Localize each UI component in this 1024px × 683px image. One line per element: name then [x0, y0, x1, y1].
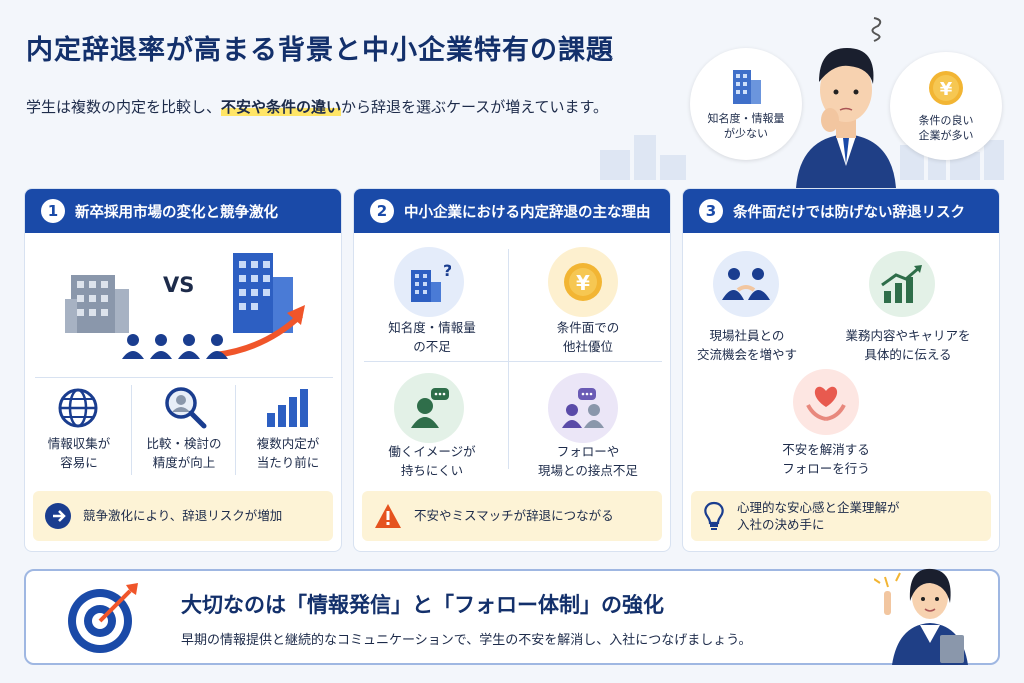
chat-people-icon: [548, 373, 618, 443]
measure3-line2: フォローを行う: [782, 460, 870, 476]
speech-person-icon: [394, 373, 464, 443]
bubble-low-recognition: 知名度・情報量 が少ない: [690, 48, 802, 160]
measure-interaction: 現場社員との 交流機会を増やす: [685, 327, 809, 365]
thinking-businessman-illustration: [796, 17, 896, 188]
reason1-line2: の不足: [413, 338, 451, 354]
measure3-line1: 不安を解消する: [782, 442, 870, 457]
item-comparison: 比較・検討の 精度が向上: [135, 435, 233, 473]
measure1-line2: 交流機会を増やす: [696, 346, 797, 362]
vs-label: VS: [163, 273, 195, 297]
measure2-line2: 具体的に伝える: [864, 346, 952, 362]
arrow-right-icon: [45, 503, 71, 529]
reason4-line1: フォローや: [556, 444, 620, 459]
card1-note-text: 競争激化により、辞退リスクが増加: [83, 508, 283, 524]
page-subtitle: 学生は複数の内定を比較し、不安や条件の違いから辞退を選ぶケースが増えています。: [26, 96, 608, 117]
reason-recognition: 知名度・情報量 の不足: [364, 319, 500, 357]
reason-follow: フォローや 現場との接点不足: [514, 443, 662, 481]
reason-conditions: 条件面での 他社優位: [514, 319, 662, 357]
reason2-line2: 他社優位: [562, 338, 613, 354]
lightbulb-icon: [704, 501, 724, 530]
page-title: 内定辞退率が高まる背景と中小企業特有の課題: [26, 35, 614, 66]
magnifier-icon: [165, 387, 207, 429]
card1-title: 新卒採用市場の変化と競争激化: [75, 204, 278, 221]
card3-title: 条件面だけでは防げない辞退リスク: [733, 204, 965, 221]
bubble-right-line2: 企業が多い: [918, 129, 974, 142]
bar-chart-icon: [267, 389, 308, 427]
item2-line2: 精度が向上: [152, 454, 216, 470]
globe-icon: [58, 388, 98, 428]
item-info-gathering: 情報収集が 容易に: [33, 435, 125, 473]
svg-text:?: ?: [443, 261, 451, 280]
competition-illustration: [65, 253, 305, 358]
item1-line2: 容易に: [60, 454, 98, 470]
yen-coin-icon: ¥: [929, 71, 963, 106]
item3-line1: 複数内定が: [256, 436, 320, 451]
growth-chart-icon: [869, 251, 935, 317]
svg-text:¥: ¥: [576, 271, 590, 295]
item3-line2: 当たり前に: [256, 454, 320, 470]
reason4-line2: 現場との接点不足: [538, 462, 638, 478]
reason3-line1: 働くイメージが: [388, 444, 476, 459]
reason-image: 働くイメージが 持ちにくい: [364, 443, 500, 481]
reason3-line2: 持ちにくい: [400, 462, 464, 478]
card3-note-line1: 心理的な安心感と企業理解が: [737, 499, 900, 515]
warning-icon: [375, 504, 401, 528]
reason2-line1: 条件面での: [556, 320, 620, 335]
svg-text:¥: ¥: [940, 79, 953, 100]
growth-arrow-icon: [214, 312, 304, 358]
target-icon: [68, 583, 138, 653]
question-building-icon: ?: [394, 247, 464, 317]
gray-building-icon: [65, 275, 129, 333]
blue-building-icon: [233, 253, 293, 333]
card-decline-reasons: 2 中小企業における内定辞退の主な理由 ? 知名度・情報量 の不足 ¥ 条件面で…: [353, 188, 671, 552]
pointing-businesswoman-illustration: [874, 568, 968, 665]
measure1-line1: 現場社員との: [709, 328, 785, 343]
yen-coin-icon: ¥: [548, 247, 618, 317]
measure2-line1: 業務内容やキャリアを: [845, 328, 971, 343]
card2-note: 不安やミスマッチが辞退につながる: [362, 491, 662, 541]
bottom-subtitle: 早期の情報提供と継続的なコミュニケーションで、学生の不安を解消し、入社につなげま…: [181, 633, 752, 648]
item-multiple-offers: 複数内定が 当たり前に: [239, 435, 337, 473]
card2-title: 中小企業における内定辞退の主な理由: [404, 204, 651, 221]
card3-note: 心理的な安心感と企業理解が 入社の決め手に: [691, 491, 991, 541]
subtitle-pre: 学生は複数の内定を比較し、: [26, 98, 222, 116]
bubble-better-conditions: ¥ 条件の良い 企業が多い: [890, 52, 1002, 160]
measure-follow: 不安を解消する フォローを行う: [753, 441, 899, 479]
card3-number: 3: [699, 199, 723, 223]
card1-number: 1: [41, 199, 65, 223]
building-icon: [733, 70, 761, 105]
bubble-right-line1: 条件の良い: [918, 114, 974, 128]
handshake-icon: [713, 251, 779, 317]
bottom-title: 大切なのは「情報発信」と「フォロー体制」の強化: [181, 593, 664, 617]
subtitle-highlight: 不安や条件の違い: [221, 98, 342, 116]
subtitle-post: から辞退を選ぶケースが増えています。: [341, 98, 609, 116]
bubble-left-line1: 知名度・情報量: [707, 112, 785, 126]
bottom-banner: 大切なのは「情報発信」と「フォロー体制」の強化 早期の情報提供と継続的なコミュニ…: [24, 568, 1000, 665]
heart-hands-icon: [793, 369, 859, 435]
bubble-left-line2: が少ない: [724, 127, 768, 140]
people-group-icon: [122, 334, 228, 359]
card1-note: 競争激化により、辞退リスクが増加: [33, 491, 333, 541]
card3-header: 3 条件面だけでは防げない辞退リスク: [683, 189, 999, 233]
measure-career: 業務内容やキャリアを 具体的に伝える: [823, 327, 993, 365]
item2-line1: 比較・検討の: [146, 436, 222, 451]
card-market-change: 1 新卒採用市場の変化と競争激化 VS: [24, 188, 342, 552]
card2-number: 2: [370, 199, 394, 223]
reason1-line1: 知名度・情報量: [388, 320, 476, 335]
card1-header: 1 新卒採用市場の変化と競争激化: [25, 189, 341, 233]
item1-line1: 情報収集が: [47, 436, 111, 451]
card3-note-text: 心理的な安心感と企業理解が 入社の決め手に: [737, 499, 900, 534]
card-beyond-conditions: 3 条件面だけでは防げない辞退リスク 現場社員との 交流機会を増やす 業務内容や…: [682, 188, 1000, 552]
card2-header: 2 中小企業における内定辞退の主な理由: [354, 189, 670, 233]
card2-note-text: 不安やミスマッチが辞退につながる: [414, 508, 614, 524]
card3-note-line2: 入社の決め手に: [737, 517, 825, 532]
